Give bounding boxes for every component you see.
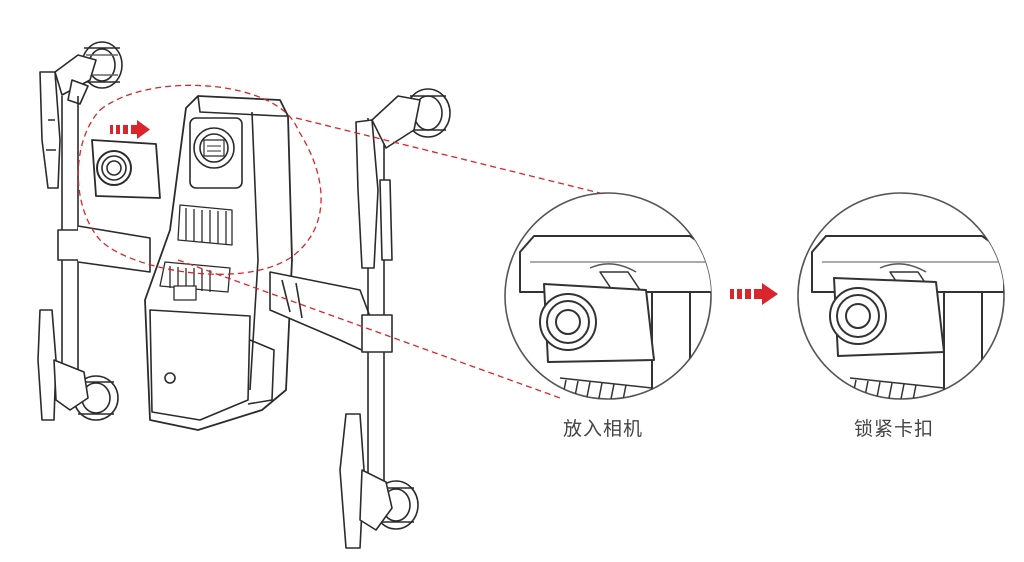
step1-caption: 放入相机 — [563, 418, 644, 440]
leader-line-bottom — [177, 259, 561, 399]
insert-callouts — [77, 84, 621, 399]
detail-circle-step1 — [504, 192, 712, 400]
drone-body — [144, 95, 293, 431]
highlight-ellipse — [77, 84, 322, 275]
red-dashed-arrow-icon — [110, 120, 150, 139]
detail-circle-step2 — [797, 192, 1005, 400]
motor-top-left — [81, 41, 123, 89]
step-arrow-icon — [730, 283, 778, 305]
camera-module — [91, 139, 161, 199]
step2-caption: 锁紧卡扣 — [854, 418, 935, 440]
leader-line-top — [295, 117, 621, 199]
drone-illustration — [37, 41, 451, 549]
